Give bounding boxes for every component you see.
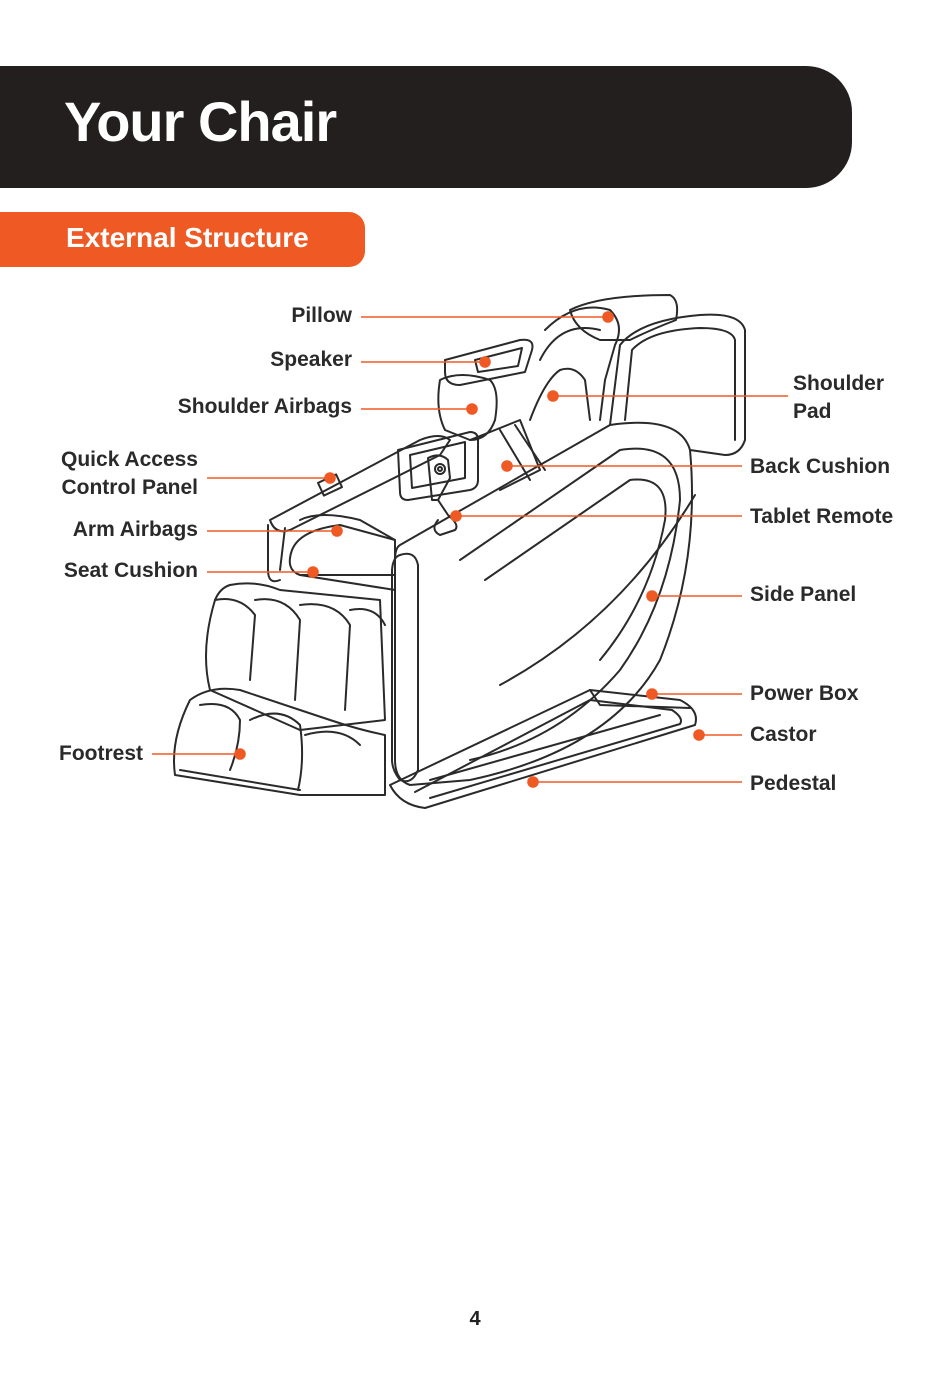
- page-number: 4: [0, 1308, 950, 1331]
- side-panel-dot: [647, 591, 657, 601]
- pedestal-dot: [528, 777, 538, 787]
- castor-dot: [694, 730, 704, 740]
- label-quick-access-control-panel: Quick Access Control Panel: [30, 446, 198, 502]
- label-back-cushion: Back Cushion: [750, 453, 890, 481]
- seat-cushion-dot: [308, 567, 318, 577]
- label-pedestal: Pedestal: [750, 770, 836, 798]
- label-speaker: Speaker: [200, 346, 352, 374]
- label-power-box: Power Box: [750, 680, 859, 708]
- label-footrest: Footrest: [20, 740, 143, 768]
- quick-access-dot: [325, 473, 335, 483]
- speaker-dot: [480, 357, 490, 367]
- back-cushion-dot: [502, 461, 512, 471]
- label-pillow: Pillow: [200, 302, 352, 330]
- power-box-dot: [647, 689, 657, 699]
- label-side-panel: Side Panel: [750, 581, 856, 609]
- tablet-remote-dot: [451, 511, 461, 521]
- label-tablet-remote: Tablet Remote: [750, 503, 893, 531]
- shoulder-airbags-dot: [467, 404, 477, 414]
- label-arm-airbags: Arm Airbags: [30, 516, 198, 544]
- label-seat-cushion: Seat Cushion: [30, 557, 198, 585]
- pillow-dot: [603, 312, 613, 322]
- label-shoulder-pad: Shoulder Pad: [793, 370, 884, 426]
- label-shoulder-airbags: Shoulder Airbags: [140, 393, 352, 421]
- shoulder-pad-dot: [548, 391, 558, 401]
- footrest-dot: [235, 749, 245, 759]
- arm-airbags-dot: [332, 526, 342, 536]
- label-castor: Castor: [750, 721, 817, 749]
